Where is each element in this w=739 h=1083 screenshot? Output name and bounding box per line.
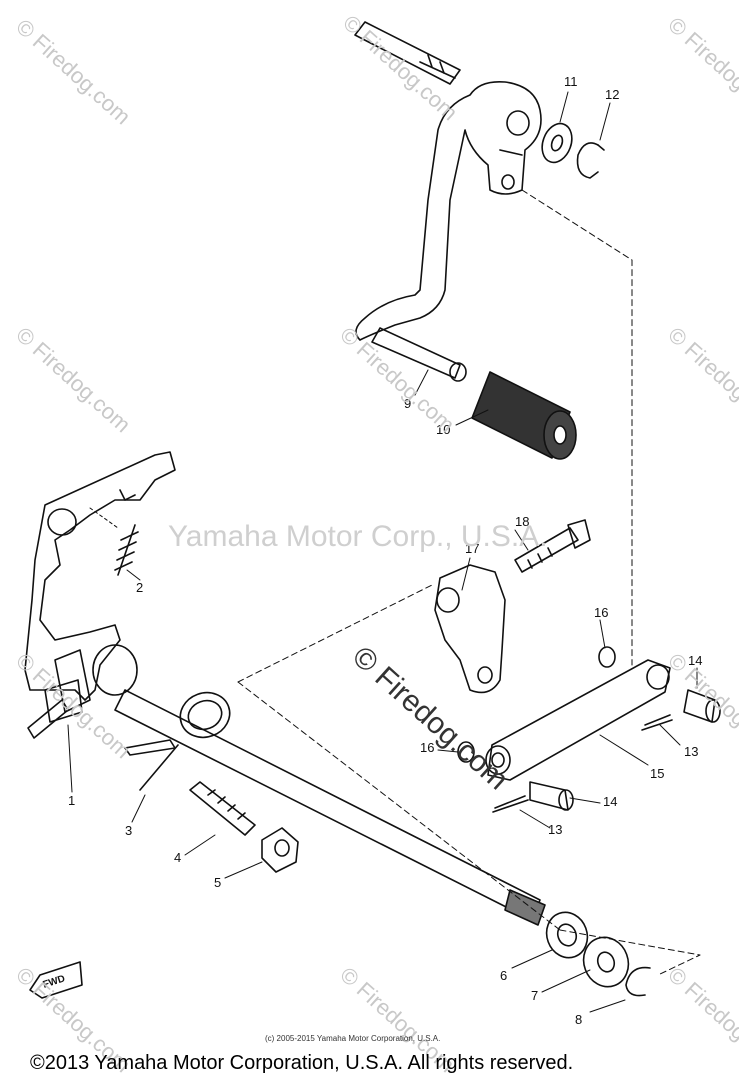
cotter-pin-13-lower [492, 795, 529, 813]
washer-6 [545, 911, 589, 959]
part-label-18: 18 [515, 514, 529, 529]
footer-copyright: ©2013 Yamaha Motor Corporation, U.S.A. A… [30, 1052, 574, 1074]
part-label-5: 5 [214, 875, 221, 890]
pedal-pin [371, 327, 467, 382]
eccentric-bolt [189, 781, 256, 836]
part-label-13-right: 13 [684, 744, 698, 759]
shift-shaft-end-top [354, 21, 461, 85]
clip-12 [576, 142, 605, 179]
part-label-17: 17 [465, 541, 479, 556]
part-label-14-right: 14 [688, 653, 702, 668]
assembly-line-shaft [237, 681, 561, 931]
part-label-16-upper: 16 [594, 605, 608, 620]
pedal-rubber [471, 371, 577, 460]
part-label-11: 11 [564, 74, 578, 89]
shift-shaft [92, 644, 546, 926]
washer-11 [541, 122, 573, 164]
pin-14-right [683, 689, 721, 723]
watermark-yamaha: Yamaha Motor Corp., U.S.A. [168, 520, 548, 553]
return-spring [89, 507, 139, 576]
part-label-7: 7 [531, 988, 538, 1003]
pin-14-lower [529, 781, 574, 811]
washer-16-upper [598, 646, 616, 668]
part-label-6: 6 [500, 968, 507, 983]
shift-arm-plate [24, 451, 176, 701]
assembly-line-right [521, 189, 633, 666]
leader-lines [67, 91, 698, 1013]
fwd-arrow-icon [29, 961, 83, 999]
part-label-3: 3 [125, 823, 132, 838]
part-label-8: 8 [575, 1012, 582, 1027]
part-label-12: 12 [605, 87, 619, 102]
part-label-10: 10 [436, 422, 450, 437]
nut [261, 827, 299, 873]
shift-lever-17 [434, 564, 506, 694]
washer-7 [582, 936, 630, 988]
part-label-2: 2 [136, 580, 143, 595]
cotter-pin-13-right [641, 714, 673, 731]
torsion-spring [124, 691, 231, 791]
part-label-9: 9 [404, 396, 411, 411]
part-label-13-lower: 13 [548, 822, 562, 837]
part-label-14-lower: 14 [603, 794, 617, 809]
assembly-line-lower [237, 584, 701, 976]
part-label-16-lower: 16 [420, 740, 434, 755]
part-label-1: 1 [68, 793, 75, 808]
pedal-arm [355, 80, 542, 341]
bolt-18 [514, 519, 591, 573]
small-copyright: (c) 2005-2015 Yamaha Motor Corporation, … [265, 1034, 441, 1043]
part-label-4: 4 [174, 850, 181, 865]
shift-shaft-lever [27, 649, 91, 739]
part-label-15: 15 [650, 766, 664, 781]
clip-8 [625, 966, 651, 997]
shift-rod [485, 659, 671, 781]
